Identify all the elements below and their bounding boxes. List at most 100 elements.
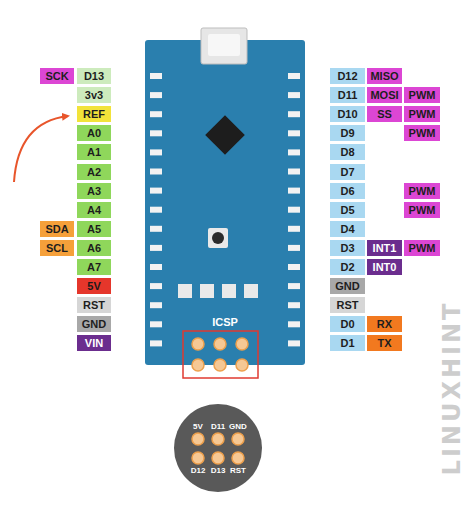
icsp-pins bbox=[192, 338, 248, 371]
pin-hole bbox=[288, 149, 300, 155]
pin-label: PWM bbox=[404, 183, 440, 199]
pin-name: GND bbox=[82, 318, 106, 330]
pin-label: D7 bbox=[330, 164, 365, 180]
pin-name: REF bbox=[83, 108, 105, 120]
pin-name: A4 bbox=[87, 204, 101, 216]
pin-name: D9 bbox=[340, 127, 354, 139]
pin-name: D6 bbox=[340, 185, 354, 197]
pin-name: D7 bbox=[340, 166, 354, 178]
pin-name: D0 bbox=[340, 318, 354, 330]
pin-name: RST bbox=[337, 299, 359, 311]
smd-part bbox=[222, 284, 236, 298]
reset-button-base bbox=[208, 228, 228, 248]
pin-label: D5 bbox=[330, 202, 365, 218]
pin-name: A3 bbox=[87, 185, 101, 197]
icsp-pin-name: D12 bbox=[191, 466, 206, 475]
pin-name: PWM bbox=[409, 108, 436, 120]
pin-name: D1 bbox=[340, 337, 354, 349]
smd-part bbox=[200, 284, 214, 298]
pin-hole bbox=[150, 149, 162, 155]
pin-name: A6 bbox=[87, 242, 101, 254]
pin-hole bbox=[288, 73, 300, 79]
pin-hole bbox=[288, 321, 300, 327]
icsp-pin-name: RST bbox=[230, 466, 246, 475]
pin-label: D3 bbox=[330, 240, 365, 256]
pin-label: GND bbox=[330, 278, 365, 294]
pin-name: TX bbox=[377, 337, 391, 349]
icsp-label: ICSP bbox=[145, 316, 305, 328]
pin-label: REF bbox=[77, 106, 111, 122]
icsp-pin-name: D11 bbox=[211, 422, 225, 431]
pin-label: A1 bbox=[77, 144, 111, 160]
pin-label: D0 bbox=[330, 316, 365, 332]
pin-name: 3v3 bbox=[85, 89, 103, 101]
pin-label: D13 bbox=[77, 68, 111, 84]
pin-name: PWM bbox=[409, 185, 436, 197]
pin-name: D12 bbox=[337, 70, 357, 82]
pin-label: D8 bbox=[330, 144, 365, 160]
pin-label: PWM bbox=[404, 125, 440, 141]
pin-label: PWM bbox=[404, 87, 440, 103]
pin-hole bbox=[288, 245, 300, 251]
pin-name: PWM bbox=[409, 127, 436, 139]
pin-label: PWM bbox=[404, 202, 440, 218]
pin-hole bbox=[150, 283, 162, 289]
pin-label: PWM bbox=[404, 240, 440, 256]
pin-label: D9 bbox=[330, 125, 365, 141]
pin-hole bbox=[150, 188, 162, 194]
pin-name: SS bbox=[377, 108, 392, 120]
pin-label: A7 bbox=[77, 259, 111, 275]
pin-name: D8 bbox=[340, 146, 354, 158]
pin-name: 5V bbox=[87, 280, 100, 292]
board-body bbox=[145, 40, 305, 365]
pin-hole bbox=[288, 130, 300, 136]
icsp-dots bbox=[174, 404, 262, 492]
pin-name: RX bbox=[377, 318, 392, 330]
smd-part bbox=[244, 284, 258, 298]
icsp-pin-name: 5V bbox=[193, 422, 203, 431]
pin-name: SCL bbox=[46, 242, 68, 254]
pin-hole bbox=[288, 111, 300, 117]
pin-label: D12 bbox=[330, 68, 365, 84]
pointer-arrow bbox=[14, 116, 68, 182]
pin-label: SCK bbox=[40, 68, 74, 84]
pin-name: PWM bbox=[409, 89, 436, 101]
pin-label: A3 bbox=[77, 183, 111, 199]
pin-label: INT0 bbox=[367, 259, 402, 275]
pin-label: RX bbox=[367, 316, 402, 332]
pin-hole bbox=[288, 264, 300, 270]
pin-label: A6 bbox=[77, 240, 111, 256]
pin-hole bbox=[150, 130, 162, 136]
pin-name: A5 bbox=[87, 223, 101, 235]
pin-name: PWM bbox=[409, 204, 436, 216]
pin-name: D4 bbox=[340, 223, 354, 235]
pin-label: D4 bbox=[330, 221, 365, 237]
pin-hole bbox=[150, 340, 162, 346]
pin-name: A7 bbox=[87, 261, 101, 273]
pin-label: GND bbox=[77, 316, 111, 332]
pin-hole bbox=[288, 92, 300, 98]
pin-hole bbox=[288, 207, 300, 213]
pin-name: D13 bbox=[84, 70, 104, 82]
mcu-chip bbox=[205, 115, 245, 155]
pin-hole bbox=[150, 73, 162, 79]
pin-label: 5V bbox=[77, 278, 111, 294]
pin-name: MISO bbox=[370, 70, 398, 82]
pin-name: INT0 bbox=[373, 261, 397, 273]
pin-name: A0 bbox=[87, 127, 101, 139]
pin-hole bbox=[150, 302, 162, 308]
pin-name: GND bbox=[335, 280, 359, 292]
pin-label: 3v3 bbox=[77, 87, 111, 103]
pin-label: PWM bbox=[404, 106, 440, 122]
icsp-pin-name: GND bbox=[229, 422, 247, 431]
pin-hole bbox=[288, 188, 300, 194]
pin-label: A4 bbox=[77, 202, 111, 218]
usb-connector bbox=[201, 28, 247, 64]
pin-name: SCK bbox=[45, 70, 68, 82]
pin-hole bbox=[150, 321, 162, 327]
pin-label: D6 bbox=[330, 183, 365, 199]
pin-hole bbox=[150, 264, 162, 270]
pin-name: VIN bbox=[85, 337, 103, 349]
pin-name: A1 bbox=[87, 146, 101, 158]
